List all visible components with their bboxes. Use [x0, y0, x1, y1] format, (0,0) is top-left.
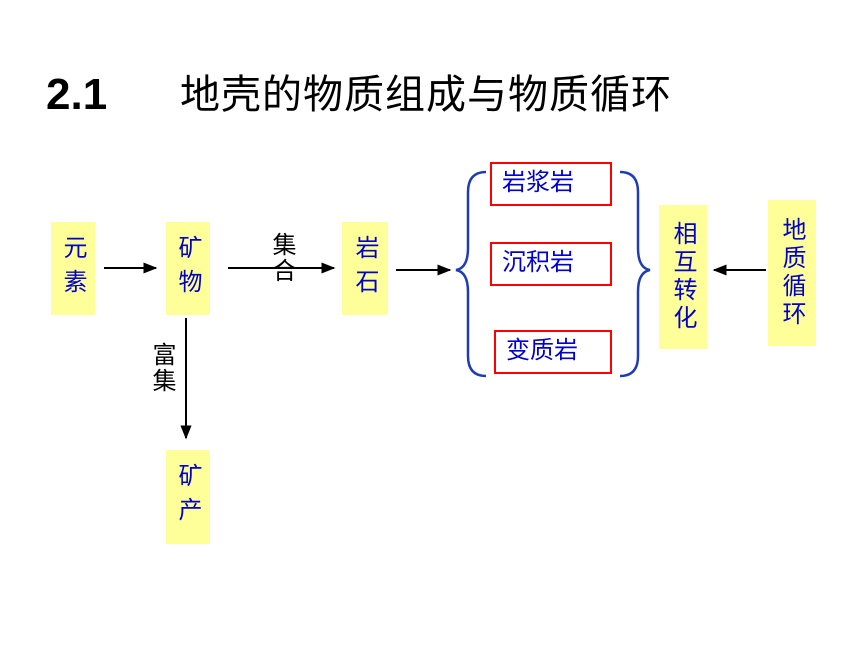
node-ore: 矿产 — [166, 450, 210, 544]
node-geological-cycle: 地质循环 — [768, 200, 816, 346]
rock-type-igneous: 岩浆岩 — [490, 162, 612, 206]
node-rock: 岩石 — [342, 222, 388, 315]
edge-label-aggregate: 集合 — [268, 232, 296, 284]
title-text: 地壳的物质组成与物质循环 — [180, 72, 672, 118]
rock-type-sedimentary: 沉积岩 — [490, 242, 612, 286]
title-number: 2.1 — [46, 70, 108, 119]
left-brace — [455, 170, 487, 378]
node-mutual-transformation: 相互转化 — [659, 205, 707, 349]
edge-label-enrich: 富集 — [148, 342, 176, 394]
node-element: 元素 — [51, 222, 95, 315]
right-brace — [619, 170, 651, 378]
node-mineral: 矿物 — [166, 222, 210, 315]
rock-type-metamorphic: 变质岩 — [494, 330, 612, 374]
